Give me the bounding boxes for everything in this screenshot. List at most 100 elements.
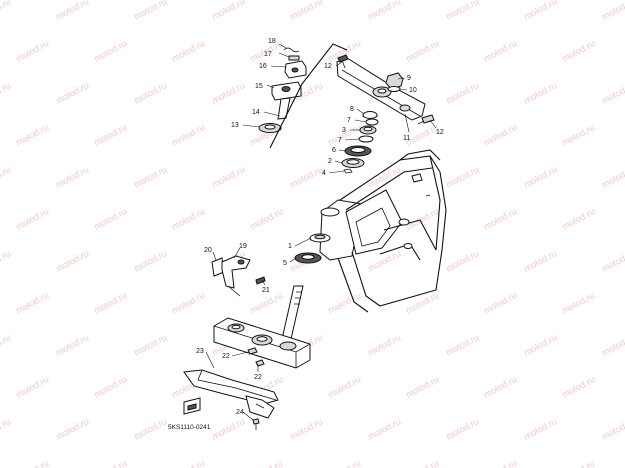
watermark-text: motod.ru <box>444 248 480 274</box>
watermark-text: motod.ru <box>14 458 50 468</box>
watermark-text: motod.ru <box>288 164 324 190</box>
watermark-text: motod.ru <box>482 290 518 316</box>
watermark-text: motod.ru <box>326 458 362 468</box>
watermark-text: motod.ru <box>404 458 440 468</box>
watermark-text: motod.ru <box>132 332 168 358</box>
watermark-text: motod.ru <box>14 290 50 316</box>
callout-2: 2 <box>328 158 332 165</box>
watermark-text: motod.ru <box>54 80 90 106</box>
callout-10: 10 <box>409 87 417 94</box>
watermark-text: motod.ru <box>366 416 402 442</box>
callout-19: 19 <box>239 243 247 250</box>
watermark-text: motod.ru <box>170 122 206 148</box>
lower-bearing <box>294 233 331 264</box>
watermark-text: motod.ru <box>132 164 168 190</box>
watermark-text: motod.ru <box>366 332 402 358</box>
watermark-text: motod.ru <box>170 38 206 64</box>
watermark-text: motod.ru <box>132 80 168 106</box>
watermark-text: motod.ru <box>14 206 50 232</box>
watermark-text: motod.ru <box>444 416 480 442</box>
callout-14: 14 <box>252 109 260 116</box>
watermark-text: motod.ru <box>560 374 596 400</box>
forward-direction-symbol <box>183 397 201 415</box>
callout-9: 9 <box>407 75 411 82</box>
watermark-text: motod.ru <box>210 416 246 442</box>
watermark-text: motod.ru <box>170 458 206 468</box>
watermark-text: motod.ru <box>92 290 128 316</box>
watermark-text: motod.ru <box>482 458 518 468</box>
watermark-text: motod.ru <box>444 0 480 22</box>
watermark-text: motod.ru <box>132 0 168 22</box>
callout-22-right: 22 <box>254 374 262 381</box>
watermark-text: motod.ru <box>54 332 90 358</box>
watermark-text: motod.ru <box>522 248 558 274</box>
watermark-text: motod.ru <box>288 416 324 442</box>
callout-12-top: 12 <box>324 63 332 70</box>
watermark-text: motod.ru <box>482 38 518 64</box>
watermark-text: motod.ru <box>248 458 284 468</box>
callout-labels: 18 17 16 15 14 13 12 9 10 11 12 8 7 3 7 … <box>168 38 444 431</box>
watermark-text: motod.ru <box>92 122 128 148</box>
watermark-text: motod.ru <box>54 248 90 274</box>
lower-bracket <box>213 285 311 369</box>
watermark-text: motod.ru <box>600 80 625 106</box>
watermark-text: motod.ru <box>600 164 625 190</box>
lower-guard <box>183 369 279 430</box>
watermark-text: motod.ru <box>170 290 206 316</box>
callout-20: 20 <box>204 247 212 254</box>
watermark-text: motod.ru <box>210 0 246 22</box>
watermark-text: motod.ru <box>210 164 246 190</box>
watermark-text: motod.ru <box>0 80 12 106</box>
watermark-text: motod.ru <box>54 0 90 22</box>
callout-12-right: 12 <box>436 129 444 136</box>
watermark-text: motod.ru <box>92 38 128 64</box>
callout-16: 16 <box>259 63 267 70</box>
callout-5: 5 <box>283 260 287 267</box>
watermark-text: motod.ru <box>560 458 596 468</box>
watermark-text: motod.ru <box>600 332 625 358</box>
callout-11: 11 <box>403 135 410 142</box>
frame-structure <box>319 149 447 313</box>
watermark-text: motod.ru <box>482 374 518 400</box>
watermark-text: motod.ru <box>560 122 596 148</box>
watermark-text: motod.ru <box>14 38 50 64</box>
watermark-text: motod.ru <box>14 374 50 400</box>
watermark-text: motod.ru <box>92 374 128 400</box>
watermark-text: motod.ru <box>54 416 90 442</box>
watermark-text: motod.ru <box>248 206 284 232</box>
watermark-text: motod.ru <box>366 0 402 22</box>
callout-13: 13 <box>231 122 239 129</box>
handlebar-holder-group <box>258 47 307 133</box>
watermark-text: motod.ru <box>482 122 518 148</box>
watermark-text: motod.ru <box>170 206 206 232</box>
callout-7-upper: 7 <box>347 117 351 124</box>
watermark-text: motod.ru <box>404 374 440 400</box>
watermark-text: motod.ru <box>522 332 558 358</box>
watermark-text: motod.ru <box>132 416 168 442</box>
diagram-code: 5KS1110-0241 <box>168 424 211 431</box>
watermark-text: motod.ru <box>600 416 625 442</box>
watermark-text: motod.ru <box>522 164 558 190</box>
watermark-text: motod.ru <box>0 164 12 190</box>
watermark-text: motod.ru <box>92 206 128 232</box>
watermark-text: motod.ru <box>444 332 480 358</box>
watermark-text: motod.ru <box>444 80 480 106</box>
watermark-text: motod.ru <box>560 290 596 316</box>
callout-18: 18 <box>268 38 276 45</box>
watermark-text: motod.ru <box>522 416 558 442</box>
watermark-text: motod.ru <box>54 164 90 190</box>
callout-7-lower: 7 <box>338 137 342 144</box>
callout-17: 17 <box>264 51 272 58</box>
watermark-text: motod.ru <box>0 332 12 358</box>
callout-22-left: 22 <box>222 353 230 360</box>
callout-3: 3 <box>342 127 346 134</box>
watermark-text: motod.ru <box>0 248 12 274</box>
watermark-text: motod.ru <box>14 122 50 148</box>
callout-4: 4 <box>322 170 326 177</box>
bearing-stack <box>341 111 379 174</box>
watermark-text: motod.ru <box>210 80 246 106</box>
watermark-text: motod.ru <box>482 206 518 232</box>
leader-lines <box>205 43 437 421</box>
watermark-text: motod.ru <box>326 374 362 400</box>
